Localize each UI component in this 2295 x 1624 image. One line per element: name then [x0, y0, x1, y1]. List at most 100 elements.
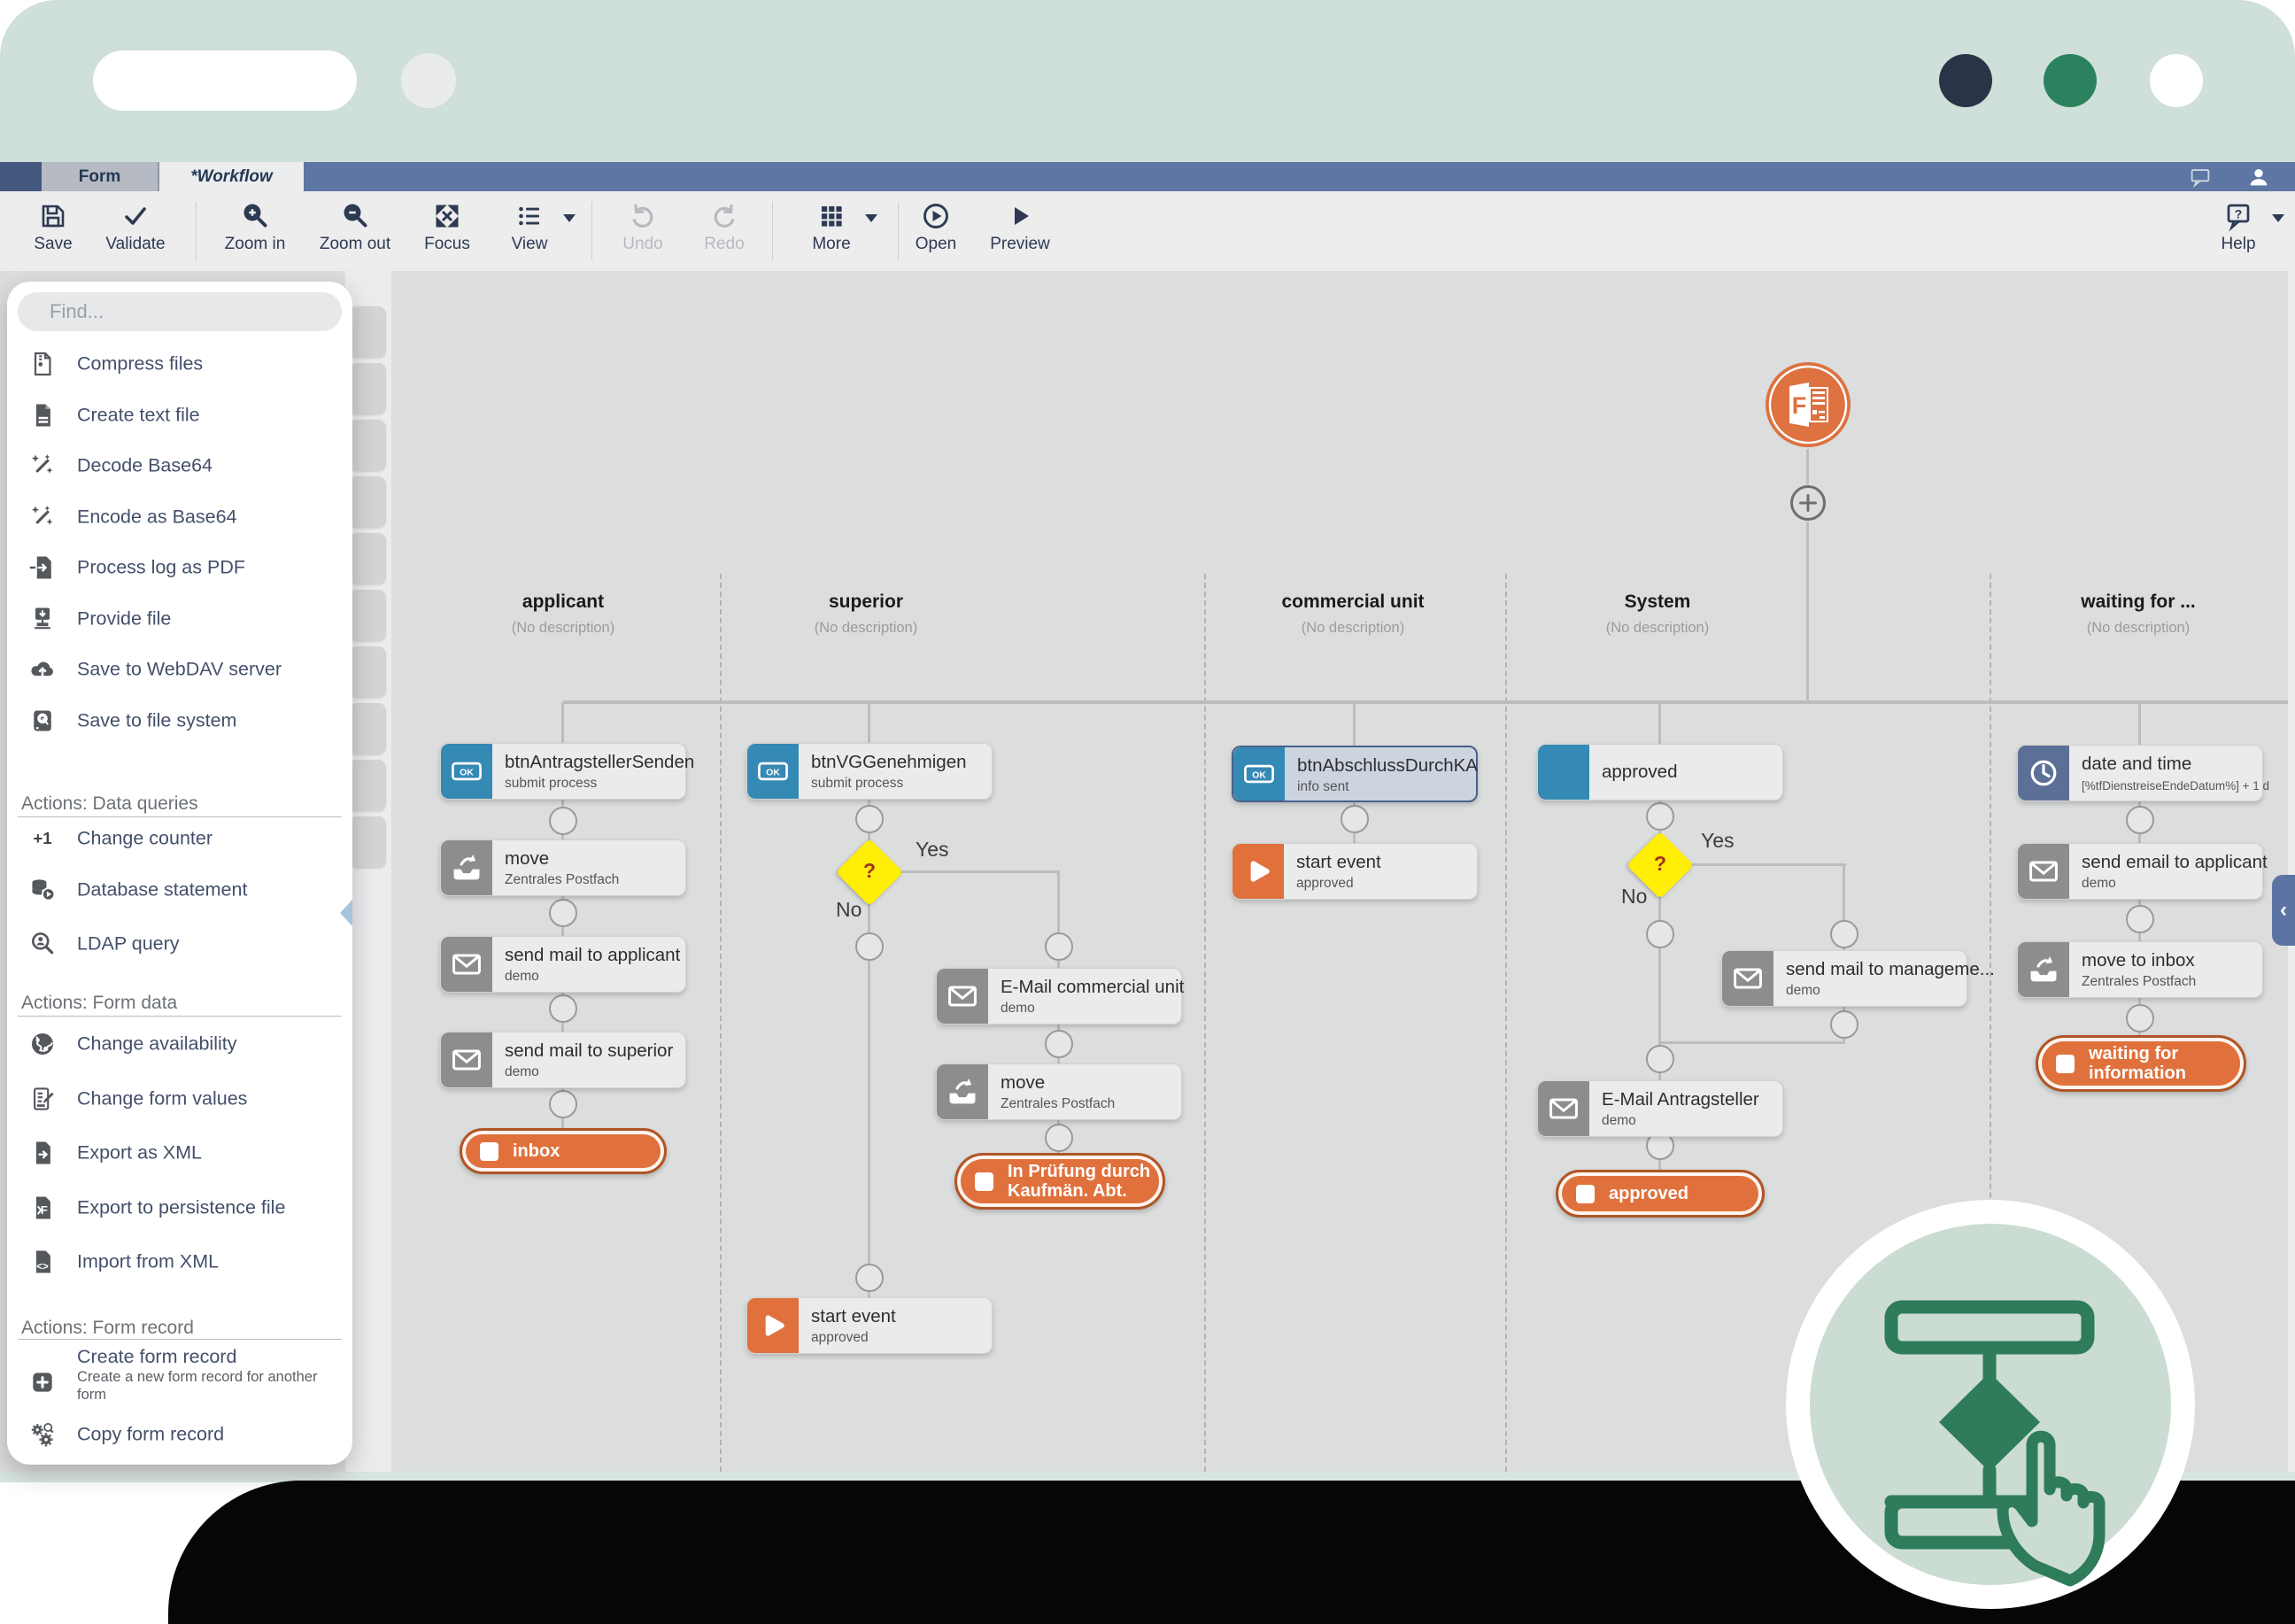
end-state-label: approved: [1609, 1183, 1689, 1203]
node-title: btnAntragstellerSenden: [505, 752, 695, 772]
sidebar-item-process-log-as-pdf[interactable]: Process log as PDF: [7, 545, 352, 591]
play-icon: [747, 1298, 799, 1353]
focus-button[interactable]: Focus: [405, 200, 490, 266]
more-caret-icon[interactable]: [865, 214, 877, 222]
tab-form[interactable]: Form: [42, 162, 159, 191]
connector-port[interactable]: [1045, 1030, 1073, 1058]
connector-port[interactable]: [855, 932, 884, 961]
end-state-waiting-for-information[interactable]: waiting for information: [2036, 1035, 2246, 1092]
sidebar-item-export-as-xml[interactable]: Export as XML: [7, 1130, 352, 1176]
sidebar-item-compress-files[interactable]: Compress files: [7, 341, 352, 387]
grid-icon: [789, 200, 874, 232]
zoom-in-button[interactable]: Zoom in: [212, 200, 298, 266]
sidebar-item-decode-base64[interactable]: Decode Base64: [7, 443, 352, 489]
user-icon[interactable]: [2247, 166, 2270, 189]
sidebar-item-change-form-values[interactable]: Change form values: [7, 1076, 352, 1122]
sidebar-item-save-to-webdav-server[interactable]: Save to WebDAV server: [7, 646, 352, 692]
connector-port[interactable]: [2126, 1004, 2154, 1032]
sidebar-item-change-availability[interactable]: Change availability: [7, 1021, 352, 1067]
lane-divider: [1204, 574, 1206, 1472]
view-button[interactable]: View: [487, 200, 572, 266]
end-state-inbox[interactable]: inbox: [460, 1128, 667, 1174]
zoom-out-button[interactable]: Zoom out: [313, 200, 398, 266]
svg-text:<>: <>: [36, 1262, 49, 1272]
workflow-node-approved[interactable]: approved: [1537, 744, 1783, 800]
palette-tile[interactable]: [349, 306, 386, 358]
connector-port[interactable]: [549, 807, 577, 835]
check-icon: [93, 200, 178, 232]
connector-port[interactable]: [1045, 932, 1073, 961]
more-button[interactable]: More: [789, 200, 874, 266]
palette-tile[interactable]: [349, 646, 386, 698]
palette-tile[interactable]: [349, 363, 386, 414]
palette-tile[interactable]: [349, 760, 386, 811]
connector-port[interactable]: [549, 994, 577, 1023]
workflow-node-send-mail-to-manageme-[interactable]: send mail to manageme...demo: [1721, 950, 1995, 1007]
connector-port[interactable]: [549, 899, 577, 927]
sidebar-item-database-statement[interactable]: Database statement: [7, 867, 352, 913]
connector-port[interactable]: [1646, 920, 1674, 948]
connector-port[interactable]: [549, 1090, 577, 1118]
end-state-in-pr-fung-durch-kaufm-n-abt-[interactable]: In Prüfung durch Kaufmän. Abt.: [954, 1153, 1165, 1210]
palette-tile[interactable]: [349, 816, 386, 868]
connector-port[interactable]: [1045, 1124, 1073, 1152]
palette-tile[interactable]: [349, 476, 386, 528]
sidebar-item-copy-form-record[interactable]: Copy form record: [7, 1411, 352, 1458]
palette-tile[interactable]: [349, 590, 386, 641]
palette-tile[interactable]: [349, 420, 386, 471]
save-button[interactable]: Save: [11, 200, 96, 266]
connector-port[interactable]: [2126, 806, 2154, 834]
connector-port[interactable]: [855, 1264, 884, 1292]
palette-tile[interactable]: [349, 703, 386, 754]
node-subtitle: Zentrales Postfach: [505, 872, 620, 887]
connector-port[interactable]: [2126, 905, 2154, 933]
connector-port[interactable]: [1830, 920, 1858, 948]
right-panel-expand-handle[interactable]: ‹: [2272, 875, 2295, 946]
add-node-plus-button[interactable]: [1789, 484, 1827, 526]
connector-port[interactable]: [855, 805, 884, 833]
connector-port[interactable]: [1646, 802, 1674, 831]
branch-label-no: No: [836, 898, 862, 921]
connector-port[interactable]: [1646, 1045, 1674, 1073]
help-caret-icon[interactable]: [2272, 214, 2284, 222]
workflow-node-date-and-time[interactable]: date and time[%tfDienstreiseEndeDatum%] …: [2017, 745, 2269, 801]
start-node[interactable]: F: [1764, 360, 1852, 453]
sidebar-item-create-text-file[interactable]: Create text file: [7, 392, 352, 438]
search-input[interactable]: [18, 292, 342, 331]
tab-workflow[interactable]: *Workflow: [159, 162, 304, 191]
connector-port[interactable]: [1341, 805, 1369, 833]
preview-button[interactable]: Preview: [978, 200, 1062, 266]
sidebar-item-encode-as-base64[interactable]: Encode as Base64: [7, 494, 352, 540]
sidebar-item-save-to-file-system[interactable]: Save to file system: [7, 698, 352, 744]
view-caret-icon[interactable]: [563, 214, 576, 222]
panel-collapse-arrow-icon[interactable]: [340, 900, 352, 926]
chat-icon[interactable]: [2189, 166, 2212, 189]
sidebar-item-import-from-xml[interactable]: <>Import from XML: [7, 1239, 352, 1285]
sidebar-item-ldap-query[interactable]: LDAP query: [7, 921, 352, 967]
end-state-approved[interactable]: approved: [1556, 1170, 1765, 1218]
help-button[interactable]: ?Help: [2196, 200, 2281, 266]
open-button[interactable]: Open: [893, 200, 978, 266]
validate-button[interactable]: Validate: [93, 200, 178, 266]
svg-text:F: F: [41, 1203, 48, 1217]
connector-port[interactable]: [1830, 1010, 1858, 1039]
palette-tile[interactable]: [349, 533, 386, 584]
sidebar-item-provide-file[interactable]: Provide file: [7, 596, 352, 642]
